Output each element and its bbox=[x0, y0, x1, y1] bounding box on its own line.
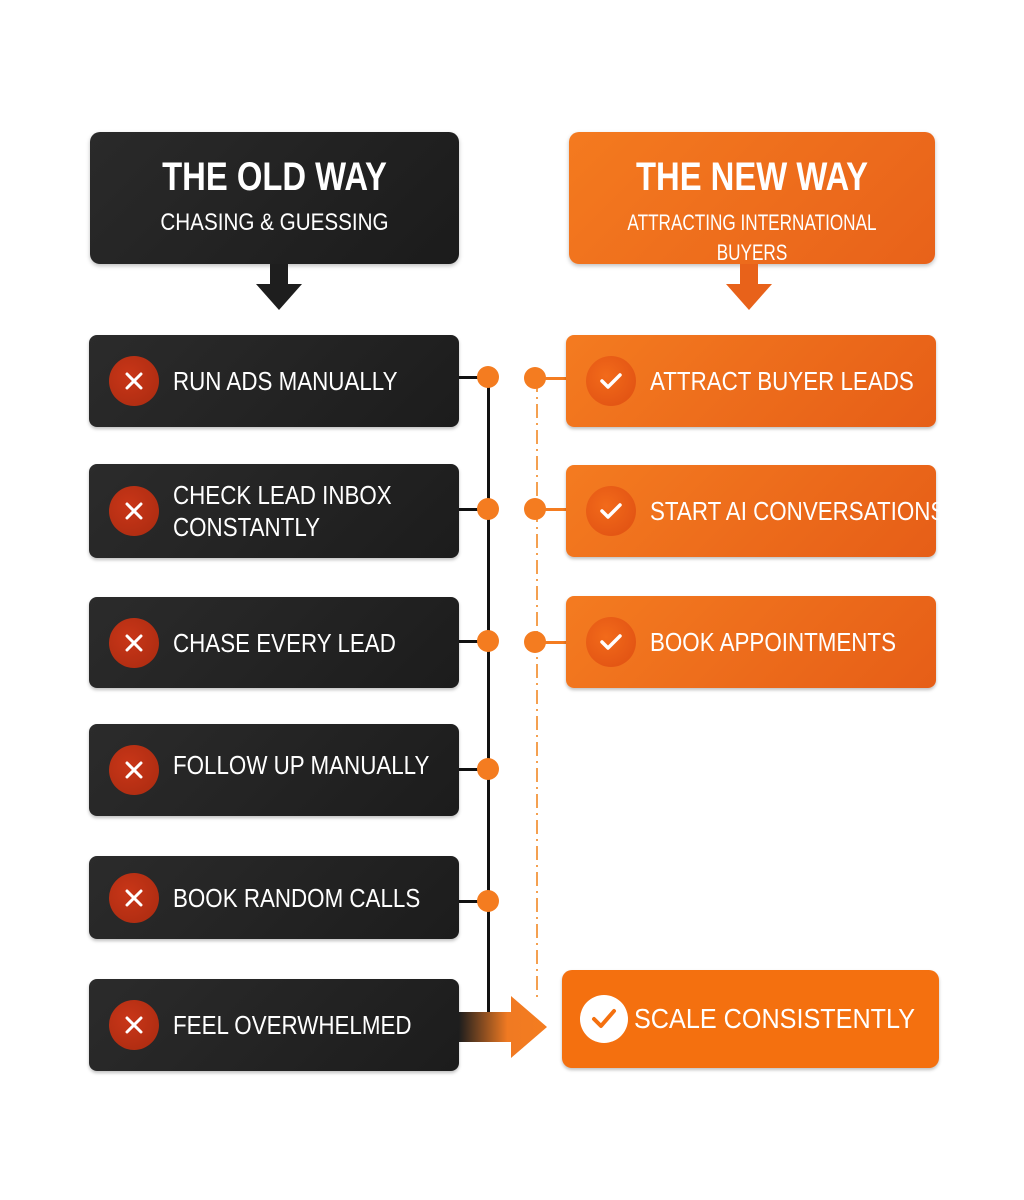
connector-stub bbox=[459, 900, 489, 903]
old-item-label: CHASE EVERY LEAD bbox=[173, 627, 396, 658]
new-way-subtitle: ATTRACTING INTERNATIONAL BUYERS bbox=[627, 210, 877, 265]
connector-dot bbox=[477, 498, 499, 520]
x-icon bbox=[109, 617, 159, 668]
new-item-label: BOOK APPOINTMENTS bbox=[650, 627, 897, 657]
new-item-attract-leads: ATTRACT BUYER LEADS bbox=[566, 335, 936, 427]
connector-stub bbox=[459, 640, 489, 643]
old-item-label: FEEL OVERWHELMED bbox=[173, 1010, 412, 1040]
old-way-connector-line bbox=[487, 378, 490, 1014]
old-way-down-arrow-icon bbox=[256, 264, 302, 310]
old-item-book-calls: BOOK RANDOM CALLS bbox=[89, 856, 459, 939]
old-item-label: FOLLOW UP MANUALLY bbox=[173, 750, 430, 780]
old-item-label: CHECK LEAD INBOX CONSTANTLY bbox=[173, 479, 392, 543]
new-way-dashed-connector bbox=[536, 378, 538, 998]
old-item-run-ads: RUN ADS MANUALLY bbox=[89, 335, 459, 427]
old-item-chase-lead: CHASE EVERY LEAD bbox=[89, 597, 459, 688]
old-way-header: THE OLD WAY CHASING & GUESSING bbox=[90, 132, 459, 264]
old-item-check-inbox: CHECK LEAD INBOX CONSTANTLY bbox=[89, 464, 459, 558]
new-item-label: START AI CONVERSATIONS bbox=[650, 496, 946, 526]
check-icon bbox=[586, 356, 636, 406]
connector-stub bbox=[459, 376, 489, 379]
connector-stub bbox=[459, 768, 489, 771]
check-icon bbox=[586, 486, 636, 536]
old-item-overwhelmed: FEEL OVERWHELMED bbox=[89, 979, 459, 1071]
connector-stub bbox=[540, 377, 568, 380]
connector-dot bbox=[477, 758, 499, 780]
connector-dot bbox=[524, 498, 546, 520]
x-icon bbox=[109, 872, 159, 923]
x-icon bbox=[109, 745, 159, 795]
old-item-label-line1: CHECK LEAD INBOX bbox=[173, 480, 392, 510]
transition-arrow-icon bbox=[459, 996, 547, 1058]
x-icon bbox=[109, 356, 159, 406]
old-way-subtitle: CHASING & GUESSING bbox=[160, 209, 389, 236]
connector-dot bbox=[477, 890, 499, 912]
old-item-label-line2: CONSTANTLY bbox=[173, 512, 321, 542]
connector-dot bbox=[477, 630, 499, 652]
new-item-book-appointments: BOOK APPOINTMENTS bbox=[566, 596, 936, 688]
new-way-title: THE NEW WAY bbox=[635, 155, 869, 199]
check-icon bbox=[586, 617, 636, 667]
new-item-scale-consistently: SCALE CONSISTENTLY bbox=[562, 970, 939, 1068]
connector-dot bbox=[524, 367, 546, 389]
new-way-header: THE NEW WAY ATTRACTING INTERNATIONAL BUY… bbox=[569, 132, 935, 265]
connector-dot bbox=[477, 366, 499, 388]
old-way-title: THE OLD WAY bbox=[162, 155, 387, 199]
connector-dot bbox=[524, 631, 546, 653]
x-icon bbox=[109, 1000, 159, 1050]
connector-stub bbox=[540, 641, 568, 644]
old-item-label: BOOK RANDOM CALLS bbox=[173, 882, 421, 913]
x-icon bbox=[109, 486, 159, 536]
connector-stub bbox=[540, 508, 568, 511]
old-item-follow-up: FOLLOW UP MANUALLY bbox=[89, 724, 459, 816]
new-way-down-arrow-icon bbox=[726, 264, 772, 310]
old-item-label: RUN ADS MANUALLY bbox=[173, 366, 398, 396]
connector-stub bbox=[459, 508, 489, 511]
new-item-label: ATTRACT BUYER LEADS bbox=[650, 366, 914, 396]
new-item-ai-conversations: START AI CONVERSATIONS bbox=[566, 465, 945, 557]
check-circle-icon bbox=[580, 995, 628, 1043]
new-item-label: SCALE CONSISTENTLY bbox=[634, 1003, 916, 1034]
